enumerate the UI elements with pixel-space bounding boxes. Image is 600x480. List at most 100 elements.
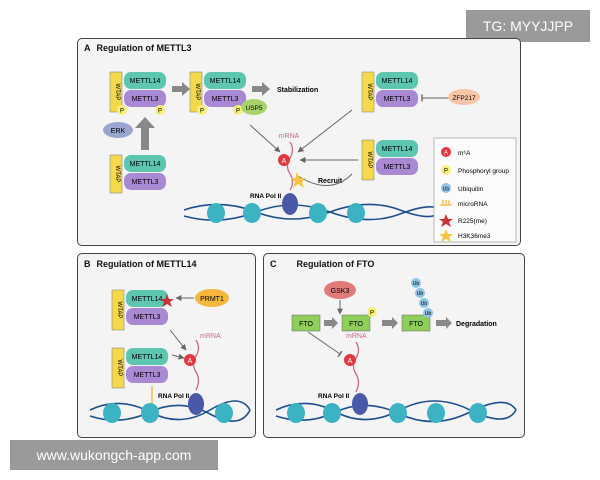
mettl3-a4 bbox=[376, 90, 418, 107]
zfp217-node bbox=[448, 89, 480, 105]
wtap-b1 bbox=[111, 289, 125, 331]
wtap-a1 bbox=[109, 71, 123, 113]
nucleosome-b2 bbox=[141, 403, 159, 423]
panel-b-title: B Regulation of METTL14 bbox=[84, 259, 197, 269]
wtap-b1-label: WTAP bbox=[116, 302, 122, 319]
mettl3-b2 bbox=[126, 366, 168, 383]
mettl14-b2 bbox=[126, 348, 168, 365]
phos-a1b-label: P bbox=[158, 109, 162, 115]
fto-arrow-1 bbox=[324, 317, 338, 329]
mettl14-a1-label: METTL14 bbox=[130, 78, 161, 85]
ub-2 bbox=[415, 288, 425, 298]
legend-m6a-icon-label: A bbox=[444, 151, 448, 157]
phos-a2a bbox=[197, 105, 207, 115]
fto-box-2 bbox=[341, 314, 371, 332]
ub-3 bbox=[419, 298, 429, 308]
erk-label: ERK bbox=[111, 128, 126, 135]
right-arrow-a1 bbox=[172, 82, 190, 96]
mettl14-a3 bbox=[124, 155, 166, 172]
mettl14-a2 bbox=[204, 72, 246, 89]
panel-b-title-text: Regulation of METTL14 bbox=[96, 259, 197, 269]
nucleosome-b3 bbox=[215, 403, 233, 423]
nucleosome-c1 bbox=[287, 403, 305, 423]
wtap-a3 bbox=[109, 154, 123, 194]
fto-arrow-2 bbox=[382, 317, 398, 329]
legend-ub-icon-label: Ub bbox=[443, 187, 450, 193]
wtap-a4 bbox=[361, 71, 375, 113]
panel-a-title-text: Regulation of METTL3 bbox=[96, 43, 192, 53]
ub-2-label: Ub bbox=[417, 291, 424, 297]
m6a-mark-c-label: A bbox=[348, 358, 353, 365]
legend-r225: R225(me) bbox=[458, 218, 487, 225]
complex-a4: WTAP METTL14 METTL3 bbox=[361, 71, 418, 113]
phos-a1a bbox=[117, 105, 127, 115]
ub-4-label: Ub bbox=[425, 311, 432, 317]
ub-1-label: Ub bbox=[413, 281, 420, 287]
phos-a2a-label: P bbox=[200, 109, 204, 115]
wtap-a1-label: WTAP bbox=[114, 84, 120, 101]
legend-phosphoryl: Phosphoryl group bbox=[458, 168, 509, 175]
legend-m6a-icon bbox=[441, 147, 451, 157]
arrow-to-m6a-b1 bbox=[171, 353, 185, 360]
mettl3-a1 bbox=[124, 90, 166, 107]
wtap-a5 bbox=[361, 139, 375, 181]
legend-microrna: microRNA bbox=[458, 201, 488, 208]
panel-b-letter: B bbox=[84, 259, 91, 269]
mrna-label-b: mRNA bbox=[200, 333, 221, 340]
m6a-mark-b-label: A bbox=[188, 358, 193, 365]
legend-h3k36-icon bbox=[439, 229, 453, 242]
legend-h3k36: H3K36me3 bbox=[458, 233, 491, 240]
wtap-b2-label: WTAP bbox=[116, 360, 122, 377]
legend-phos-icon-label: P bbox=[444, 169, 448, 175]
rnapol-b bbox=[188, 393, 204, 415]
complex-b1: WTAP METTL14 METTL3 bbox=[111, 289, 174, 331]
mettl14-a3-label: METTL14 bbox=[130, 161, 161, 168]
phos-a2b bbox=[233, 105, 243, 115]
m6a-mark-b bbox=[184, 354, 196, 366]
prmt1-label: PRMT1 bbox=[200, 296, 224, 303]
rnapol-a bbox=[282, 193, 298, 215]
mettl3-b1 bbox=[126, 308, 168, 325]
nucleosome-a1 bbox=[207, 203, 225, 223]
nucleosome-c3 bbox=[389, 403, 407, 423]
watermark-bottom: www.wukongch-app.com bbox=[10, 440, 218, 470]
rnapol-label-a: RNA Pol II bbox=[250, 193, 281, 200]
mettl14-b1-label: METTL14 bbox=[132, 296, 163, 303]
mettl3-a3-label: METTL3 bbox=[132, 179, 159, 186]
mettl14-a5 bbox=[376, 140, 418, 157]
m6a-mark-a bbox=[278, 154, 290, 166]
ub-3-label: Ub bbox=[421, 301, 428, 307]
prmt1-node bbox=[195, 289, 229, 307]
mettl14-a1 bbox=[124, 72, 166, 89]
legend-r225-icon bbox=[439, 214, 453, 227]
mettl14-b2-label: METTL14 bbox=[132, 354, 163, 361]
ub-4 bbox=[423, 308, 433, 318]
dna-strand-b1 bbox=[89, 400, 251, 421]
mettl14-a4-label: METTL14 bbox=[382, 78, 413, 85]
nucleosome-c2 bbox=[323, 403, 341, 423]
watermark-top: TG: MYYJJPP bbox=[466, 10, 590, 42]
rnapol-label-b: RNA Pol II bbox=[158, 393, 189, 400]
nucleosome-c5 bbox=[469, 403, 487, 423]
mettl3-a2 bbox=[204, 90, 246, 107]
mettl3-a5 bbox=[376, 158, 418, 175]
mrna-strand-b bbox=[192, 339, 200, 391]
mettl14-a2-label: METTL14 bbox=[210, 78, 241, 85]
m6a-mark-c bbox=[344, 354, 356, 366]
ub-1 bbox=[411, 278, 421, 288]
mettl14-a4 bbox=[376, 72, 418, 89]
r225-star-b bbox=[160, 294, 174, 307]
nucleosome-c4 bbox=[427, 403, 445, 423]
phos-c-label: P bbox=[370, 311, 374, 317]
complex-a1: WTAP METTL14 METTL3 P P bbox=[109, 71, 166, 115]
fto-box-3 bbox=[401, 314, 431, 332]
recruit-label: Recruit bbox=[318, 178, 343, 185]
nucleosome-b1 bbox=[103, 403, 121, 423]
arrow-to-m6a-2 bbox=[297, 109, 353, 153]
phos-c bbox=[367, 307, 377, 317]
stabilization-arrow bbox=[252, 82, 270, 96]
mrna-label-c: mRNA bbox=[346, 333, 367, 340]
